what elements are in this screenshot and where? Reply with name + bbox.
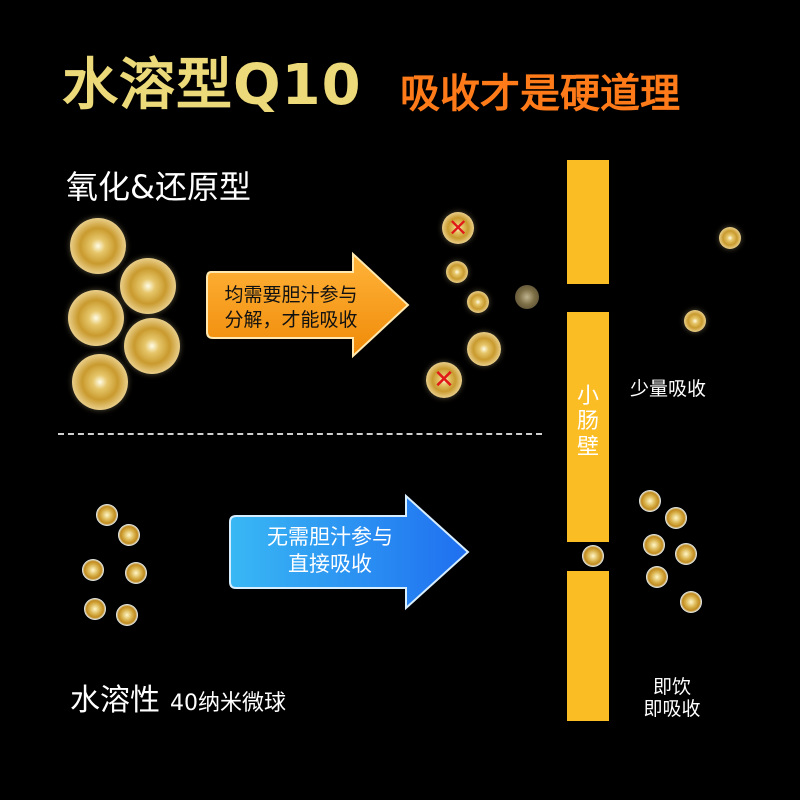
particle <box>467 291 489 313</box>
absorbed-particle <box>719 227 741 249</box>
large-particle <box>70 218 126 274</box>
nano-particle <box>82 559 104 581</box>
absorbed-nano-particle <box>643 534 665 556</box>
bottom-result-text: 即饮 即吸收 <box>636 676 708 721</box>
absorbed-nano-particle <box>665 507 687 529</box>
nano-particle <box>96 504 118 526</box>
blue-arrow-text: 无需胆汁参与 直接吸收 <box>240 524 420 579</box>
bottom-result-text-line2: 即吸收 <box>643 697 701 720</box>
large-particle <box>72 354 128 410</box>
particle <box>426 362 462 398</box>
large-particle <box>124 318 180 374</box>
large-particle <box>120 258 176 314</box>
top-result-text: 少量吸收 <box>630 378 707 400</box>
x-mark-icon: ✕ <box>447 214 469 242</box>
particle <box>442 212 474 244</box>
large-particle <box>68 290 124 346</box>
bottom-section-label: 水溶性 40纳米微球 <box>70 686 286 716</box>
top-section-label: 氧化&还原型 <box>66 168 251 206</box>
orange-arrow <box>206 251 410 359</box>
orange-arrow-text-line2: 分解，才能吸收 <box>224 308 358 331</box>
absorbed-nano-particle <box>680 591 702 613</box>
intestine-wall-label: 小肠壁 <box>576 384 599 460</box>
nano-particle <box>116 604 138 626</box>
nano-particle <box>118 524 140 546</box>
blue-arrow <box>229 493 470 611</box>
intestine-wall-segment <box>567 160 609 284</box>
absorbed-nano-particle <box>646 566 668 588</box>
intestine-wall-segment <box>567 312 609 542</box>
absorbed-particle <box>684 310 706 332</box>
nano-particle <box>84 598 106 620</box>
particle <box>467 332 501 366</box>
page-subtitle: 吸收才是硬道理 <box>400 71 680 117</box>
nano-particle-passing <box>582 545 604 567</box>
section-divider <box>58 433 542 435</box>
blue-arrow-text-line2: 直接吸收 <box>288 552 372 577</box>
blue-arrow-text-line1: 无需胆汁参与 <box>267 525 393 549</box>
nano-particle <box>125 562 147 584</box>
x-mark-icon: ✕ <box>433 365 455 395</box>
particle <box>446 261 468 283</box>
intestine-wall-segment <box>567 571 609 721</box>
orange-arrow-text-line1: 均需要胆汁参与 <box>224 284 358 306</box>
absorbed-nano-particle <box>639 490 661 512</box>
bottom-result-text-line1: 即饮 <box>652 676 691 698</box>
particle-dim <box>515 285 539 309</box>
absorbed-nano-particle <box>675 543 697 565</box>
page-title: 水溶型Q10 <box>62 53 362 118</box>
orange-arrow-text: 均需要胆汁参与 分解，才能吸收 <box>216 283 366 332</box>
bottom-label-small: 40纳米微球 <box>170 691 286 716</box>
bottom-label-big: 水溶性 <box>70 683 160 718</box>
